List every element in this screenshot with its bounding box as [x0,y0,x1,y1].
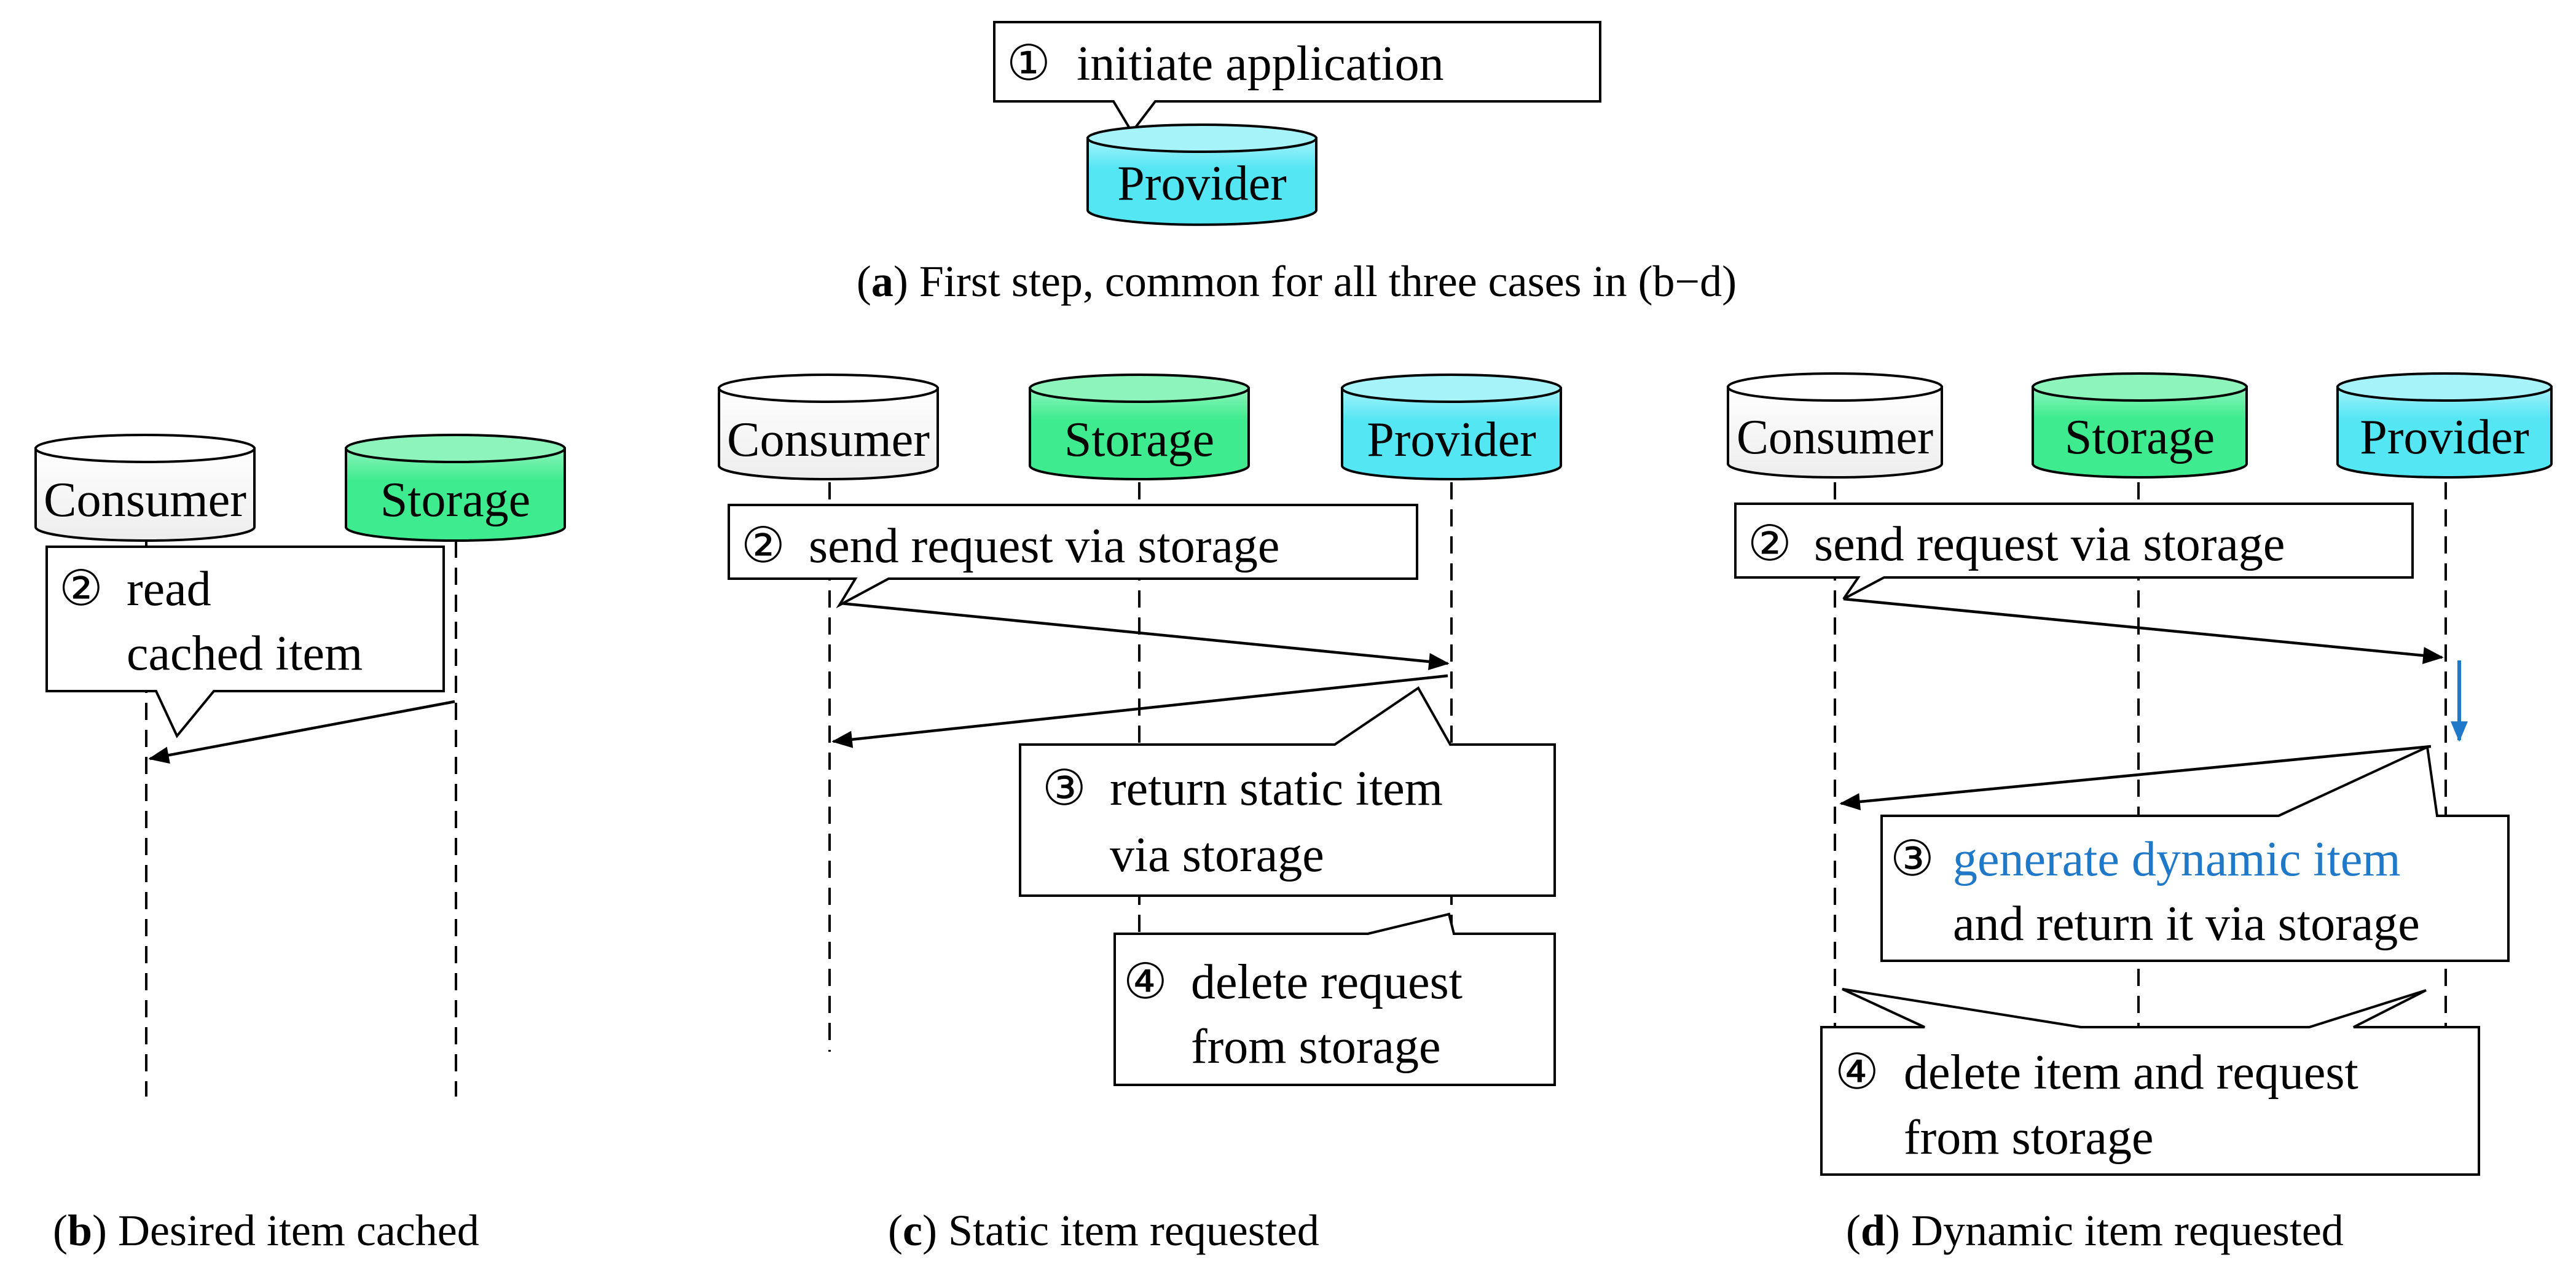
actor-storage-b: Storage [345,434,566,542]
step4-line2-d: from storage [1904,1111,2154,1165]
step2-label-c: send request via storage [809,519,1279,573]
arrow-return-static [831,674,1448,748]
actor-provider-label: Provider [1117,157,1287,211]
actor-provider-a: Provider [1086,123,1317,226]
panel-b: Consumer Storage ② read cached item (b) … [34,434,566,1255]
actor-consumer-d: Consumer [1727,372,1943,479]
caption-d: (d) Dynamic item requested [1846,1206,2344,1255]
step3-line1-c: return static item [1110,762,1443,816]
actor-provider-label-c: Provider [1367,413,1536,467]
actor-consumer-label-c: Consumer [727,413,930,467]
step2-callout-d [1734,503,2414,600]
step4-line2-c: from storage [1191,1020,1441,1074]
panel-a: ① initiate application Provider (a) Firs… [857,21,1737,306]
arrow-read-cached [148,700,455,764]
arrow-return-dynamic [1839,745,2432,810]
actor-provider-label-d: Provider [2360,410,2529,464]
step4-callout-c [1113,912,1556,1086]
arrow-send-request-d [1843,597,2444,664]
actor-storage-label-c: Storage [1064,413,1214,467]
step2-label-d: send request via storage [1814,517,2285,571]
actor-storage-label-b: Storage [380,473,530,527]
actor-consumer-label-d: Consumer [1737,410,1933,464]
step3-line1-d: generate dynamic item [1953,832,2401,886]
step4-line1-c: delete request [1191,955,1463,1009]
step1-number: ① [1007,37,1051,91]
step4-number-d: ④ [1835,1046,1879,1100]
step4-callout-d [1820,988,2480,1176]
actor-consumer-b: Consumer [34,434,256,542]
caption-b: (b) Desired item cached [53,1206,479,1255]
panel-c: Consumer Storage Provider ② send request… [718,374,1562,1255]
actor-provider-d: Provider [2336,372,2553,479]
actor-provider-c: Provider [1341,374,1562,480]
actor-storage-c: Storage [1029,374,1250,480]
actor-storage-label-d: Storage [2065,410,2215,464]
step3-line2-c: via storage [1110,828,1324,882]
step3-number-c: ③ [1042,762,1086,816]
step2-number-b: ② [59,562,103,616]
actor-consumer-c: Consumer [718,374,939,480]
step1-label: initiate application [1077,37,1444,91]
caption-c: (c) Static item requested [888,1206,1319,1255]
step3-callout-c [1019,686,1556,897]
step2-callout-c [728,504,1418,609]
actor-consumer-label-b: Consumer [44,473,246,527]
step2-number-c: ② [741,519,785,573]
step4-number-c: ④ [1123,955,1168,1009]
step4-line1-d: delete item and request [1904,1046,2358,1100]
panel-d: Consumer Storage Provider ② send request… [1727,372,2553,1255]
step3-line2-d: and return it via storage [1953,897,2420,951]
arrow-send-request [840,601,1450,670]
step3-callout-d [1880,745,2510,962]
step2-number-d: ② [1748,517,1792,571]
step2-line1-b: read [127,562,211,616]
actor-storage-d: Storage [2032,372,2248,479]
step2-callout-b [45,546,445,738]
caption-a: (a) First step, common for all three cas… [857,257,1737,306]
step2-line2-b: cached item [127,627,363,681]
step3-number-d: ③ [1890,832,1934,886]
step1-callout [993,21,1601,135]
